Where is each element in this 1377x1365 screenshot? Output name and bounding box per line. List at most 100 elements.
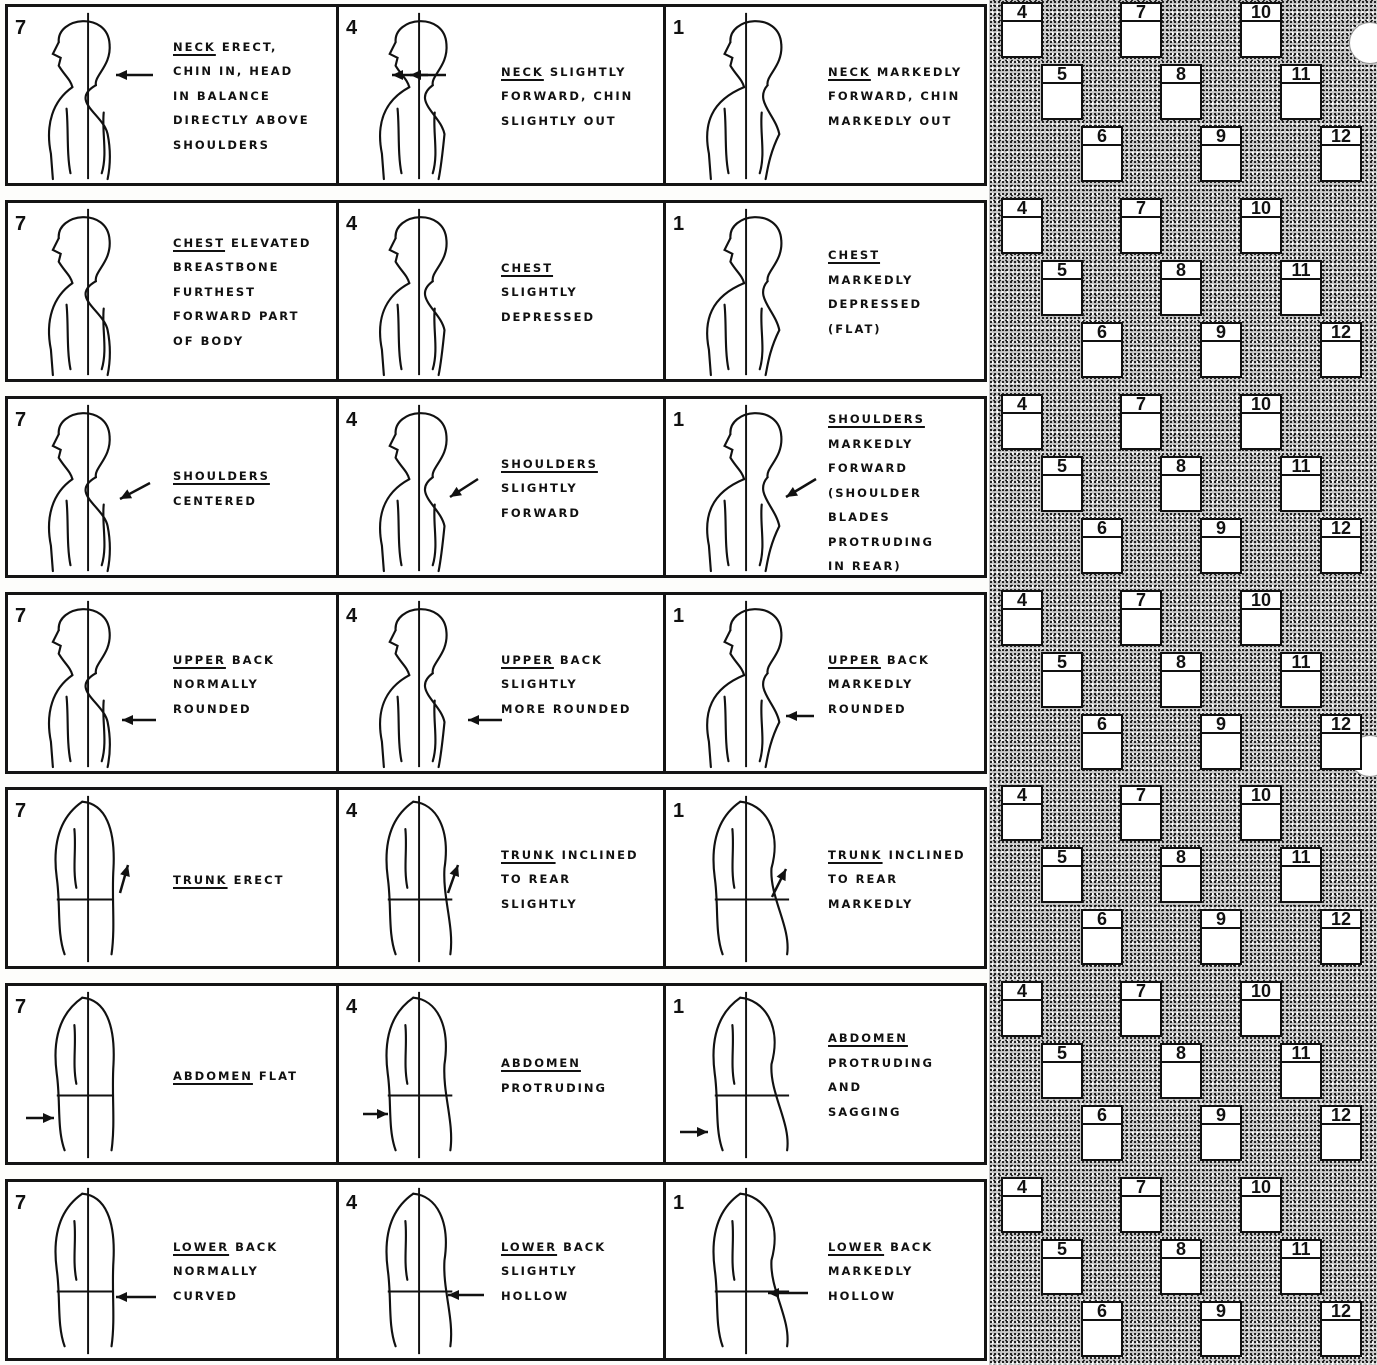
score-entry-box[interactable] — [1120, 20, 1162, 58]
score-entry-box[interactable] — [1160, 278, 1202, 316]
score-entry-box[interactable] — [1320, 144, 1362, 182]
score-checkbox[interactable]: 9 — [1200, 126, 1242, 182]
score-checkbox[interactable]: 8 — [1160, 456, 1202, 512]
score-entry-box[interactable] — [1320, 536, 1362, 574]
score-checkbox[interactable]: 8 — [1160, 847, 1202, 903]
score-checkbox[interactable]: 11 — [1280, 64, 1322, 120]
score-checkbox[interactable]: 12 — [1320, 518, 1362, 574]
score-entry-box[interactable] — [1240, 608, 1282, 646]
score-entry-box[interactable] — [1041, 670, 1083, 708]
score-checkbox[interactable]: 11 — [1280, 1043, 1322, 1099]
score-checkbox[interactable]: 11 — [1280, 652, 1322, 708]
score-checkbox[interactable]: 8 — [1160, 1043, 1202, 1099]
score-checkbox[interactable]: 4 — [1001, 785, 1043, 841]
score-checkbox[interactable]: 5 — [1041, 652, 1083, 708]
score-entry-box[interactable] — [1200, 144, 1242, 182]
score-checkbox[interactable]: 10 — [1240, 590, 1282, 646]
score-checkbox[interactable]: 9 — [1200, 322, 1242, 378]
score-entry-box[interactable] — [1240, 412, 1282, 450]
score-entry-box[interactable] — [1001, 1195, 1043, 1233]
score-entry-box[interactable] — [1240, 216, 1282, 254]
score-entry-box[interactable] — [1320, 340, 1362, 378]
score-checkbox[interactable]: 5 — [1041, 260, 1083, 316]
score-entry-box[interactable] — [1041, 1061, 1083, 1099]
score-entry-box[interactable] — [1120, 216, 1162, 254]
score-entry-box[interactable] — [1240, 20, 1282, 58]
score-entry-box[interactable] — [1160, 865, 1202, 903]
score-entry-box[interactable] — [1240, 803, 1282, 841]
score-entry-box[interactable] — [1200, 1123, 1242, 1161]
score-checkbox[interactable]: 12 — [1320, 1301, 1362, 1357]
score-entry-box[interactable] — [1041, 865, 1083, 903]
score-checkbox[interactable]: 5 — [1041, 456, 1083, 512]
score-entry-box[interactable] — [1280, 1257, 1322, 1295]
score-entry-box[interactable] — [1081, 340, 1123, 378]
score-checkbox[interactable]: 5 — [1041, 1043, 1083, 1099]
score-checkbox[interactable]: 12 — [1320, 1105, 1362, 1161]
score-entry-box[interactable] — [1160, 670, 1202, 708]
score-entry-box[interactable] — [1240, 1195, 1282, 1233]
score-checkbox[interactable]: 6 — [1081, 1105, 1123, 1161]
score-checkbox[interactable]: 9 — [1200, 1105, 1242, 1161]
score-checkbox[interactable]: 11 — [1280, 1239, 1322, 1295]
score-checkbox[interactable]: 10 — [1240, 1177, 1282, 1233]
score-checkbox[interactable]: 4 — [1001, 394, 1043, 450]
score-entry-box[interactable] — [1081, 536, 1123, 574]
score-checkbox[interactable]: 6 — [1081, 1301, 1123, 1357]
score-checkbox[interactable]: 8 — [1160, 64, 1202, 120]
score-checkbox[interactable]: 11 — [1280, 847, 1322, 903]
score-checkbox[interactable]: 12 — [1320, 714, 1362, 770]
score-checkbox[interactable]: 7 — [1120, 785, 1162, 841]
score-checkbox[interactable]: 6 — [1081, 322, 1123, 378]
score-checkbox[interactable]: 4 — [1001, 590, 1043, 646]
score-entry-box[interactable] — [1120, 1195, 1162, 1233]
score-entry-box[interactable] — [1280, 474, 1322, 512]
score-checkbox[interactable]: 5 — [1041, 64, 1083, 120]
score-entry-box[interactable] — [1280, 82, 1322, 120]
score-entry-box[interactable] — [1200, 536, 1242, 574]
score-entry-box[interactable] — [1120, 803, 1162, 841]
score-checkbox[interactable]: 12 — [1320, 126, 1362, 182]
score-entry-box[interactable] — [1081, 927, 1123, 965]
score-entry-box[interactable] — [1001, 999, 1043, 1037]
score-entry-box[interactable] — [1280, 278, 1322, 316]
score-entry-box[interactable] — [1001, 216, 1043, 254]
score-entry-box[interactable] — [1160, 82, 1202, 120]
score-entry-box[interactable] — [1081, 1123, 1123, 1161]
score-entry-box[interactable] — [1001, 803, 1043, 841]
score-checkbox[interactable]: 10 — [1240, 2, 1282, 58]
score-entry-box[interactable] — [1200, 927, 1242, 965]
score-entry-box[interactable] — [1200, 340, 1242, 378]
score-entry-box[interactable] — [1160, 1061, 1202, 1099]
score-checkbox[interactable]: 12 — [1320, 909, 1362, 965]
score-entry-box[interactable] — [1160, 474, 1202, 512]
score-checkbox[interactable]: 7 — [1120, 1177, 1162, 1233]
score-checkbox[interactable]: 7 — [1120, 394, 1162, 450]
score-entry-box[interactable] — [1320, 732, 1362, 770]
score-entry-box[interactable] — [1200, 732, 1242, 770]
score-checkbox[interactable]: 10 — [1240, 785, 1282, 841]
score-entry-box[interactable] — [1120, 608, 1162, 646]
score-checkbox[interactable]: 11 — [1280, 260, 1322, 316]
score-checkbox[interactable]: 7 — [1120, 198, 1162, 254]
score-checkbox[interactable]: 5 — [1041, 1239, 1083, 1295]
score-entry-box[interactable] — [1041, 474, 1083, 512]
score-entry-box[interactable] — [1280, 1061, 1322, 1099]
score-checkbox[interactable]: 6 — [1081, 714, 1123, 770]
score-checkbox[interactable]: 8 — [1160, 260, 1202, 316]
score-entry-box[interactable] — [1041, 1257, 1083, 1295]
score-entry-box[interactable] — [1280, 670, 1322, 708]
score-checkbox[interactable]: 9 — [1200, 714, 1242, 770]
score-checkbox[interactable]: 10 — [1240, 981, 1282, 1037]
score-entry-box[interactable] — [1280, 865, 1322, 903]
score-entry-box[interactable] — [1320, 1319, 1362, 1357]
score-entry-box[interactable] — [1120, 412, 1162, 450]
score-checkbox[interactable]: 7 — [1120, 590, 1162, 646]
score-checkbox[interactable]: 10 — [1240, 198, 1282, 254]
score-entry-box[interactable] — [1001, 412, 1043, 450]
score-entry-box[interactable] — [1200, 1319, 1242, 1357]
score-entry-box[interactable] — [1120, 999, 1162, 1037]
score-entry-box[interactable] — [1001, 608, 1043, 646]
score-entry-box[interactable] — [1320, 927, 1362, 965]
score-checkbox[interactable]: 7 — [1120, 2, 1162, 58]
